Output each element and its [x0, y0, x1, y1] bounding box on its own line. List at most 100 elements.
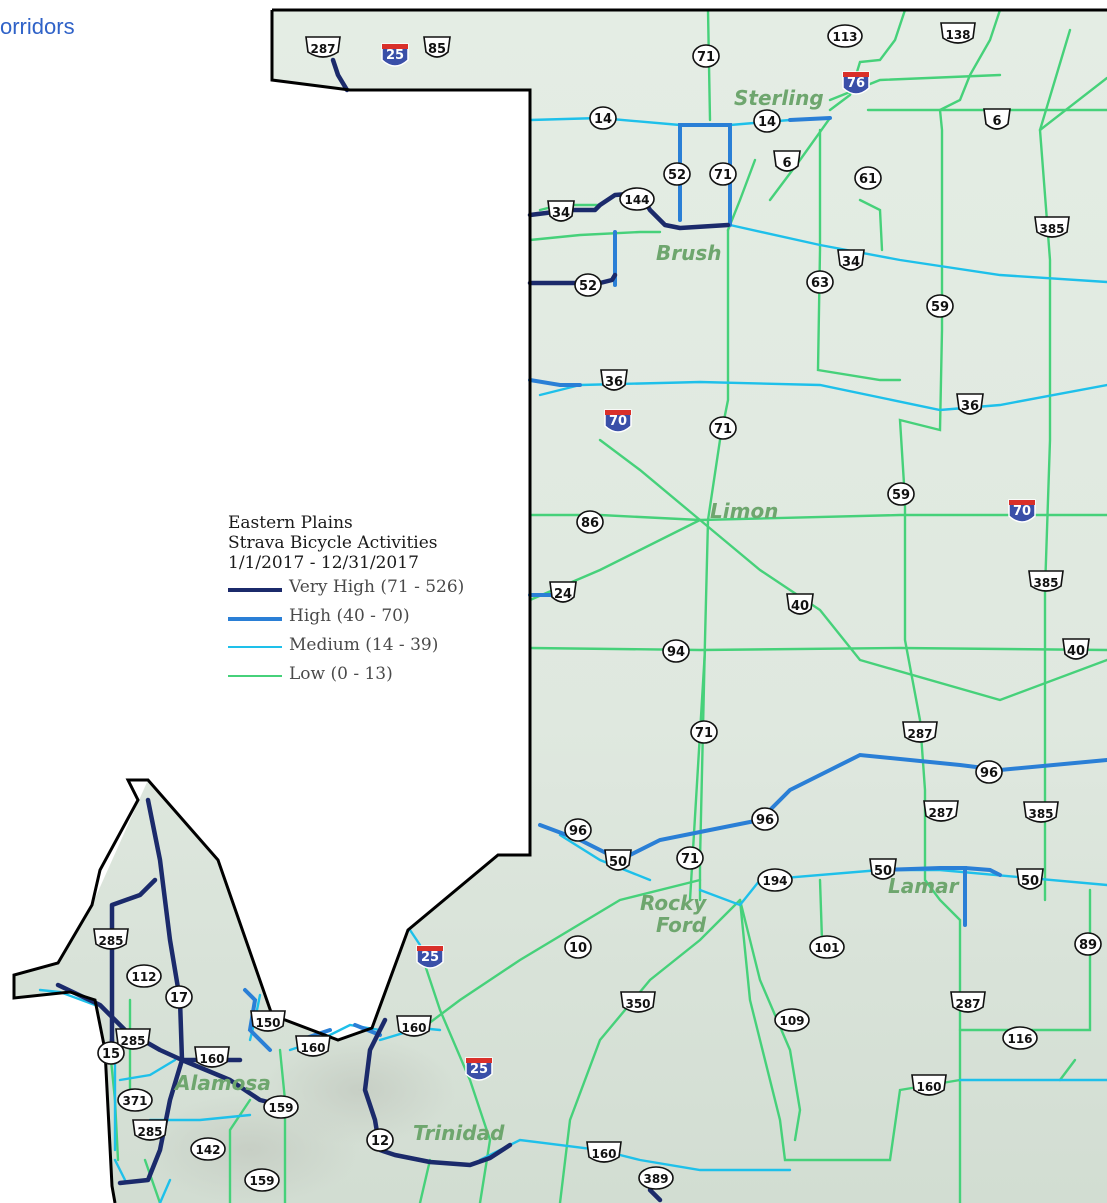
route-shield-389: 389: [638, 1166, 674, 1190]
route-shield-96: 96: [564, 818, 592, 842]
route-shield-52: 52: [663, 162, 691, 186]
route-shield-287: 287: [923, 800, 959, 822]
route-shield-101: 101: [809, 935, 845, 959]
route-number: 14: [594, 112, 612, 127]
route-shield-287: 287: [902, 721, 938, 743]
route-shield-63: 63: [806, 270, 834, 294]
route-shield-112: 112: [126, 964, 162, 988]
route-shield-85: 85: [423, 36, 451, 58]
route-shield-17: 17: [165, 985, 193, 1009]
legend-item-low: Low (0 - 13): [228, 664, 518, 689]
route-number: 40: [791, 599, 809, 614]
route-number: 116: [1007, 1032, 1032, 1046]
route-shield-6: 6: [773, 150, 801, 172]
route-number: 25: [421, 950, 439, 965]
route-number: 76: [847, 76, 865, 91]
route-shield-61: 61: [854, 166, 882, 190]
route-number: 142: [195, 1143, 220, 1157]
route-number: 160: [300, 1041, 325, 1055]
route-number: 52: [579, 279, 597, 294]
legend-swatch-low: [228, 675, 282, 677]
route-number: 101: [814, 941, 839, 955]
route-number: 285: [98, 934, 123, 948]
route-shield-71: 71: [676, 846, 704, 870]
route-number: 59: [892, 488, 910, 503]
route-number: 194: [762, 874, 787, 888]
route-shield-96: 96: [975, 760, 1003, 784]
route-shield-285: 285: [93, 928, 129, 950]
route-number: 71: [695, 726, 713, 741]
route-number: 96: [756, 813, 774, 828]
route-number: 285: [137, 1125, 162, 1139]
route-shield-71: 71: [709, 416, 737, 440]
route-shield-50: 50: [869, 858, 897, 880]
route-number: 71: [681, 852, 699, 867]
route-shield-113: 113: [827, 24, 863, 48]
legend: Eastern Plains Strava Bicycle Activities…: [228, 513, 518, 689]
route-number: 144: [624, 193, 649, 207]
route-shield-116: 116: [1002, 1026, 1038, 1050]
route-shield-385: 385: [1028, 570, 1064, 592]
route-number: 385: [1028, 807, 1053, 821]
route-shield-94: 94: [662, 639, 690, 663]
legend-label-high: High (40 - 70): [289, 606, 410, 626]
legend-swatch-high: [228, 617, 282, 621]
route-shield-40: 40: [786, 593, 814, 615]
route-number: 63: [811, 276, 829, 291]
route-number: 17: [170, 991, 188, 1006]
route-shield-142: 142: [190, 1137, 226, 1161]
route-number: 59: [931, 300, 949, 315]
route-number: 6: [992, 114, 1001, 129]
route-number: 12: [371, 1134, 389, 1149]
interstate-shield-70: 70: [1008, 499, 1036, 523]
legend-title-line-2: Strava Bicycle Activities: [228, 533, 438, 553]
route-shield-371: 371: [117, 1088, 153, 1112]
route-number: 10: [569, 941, 587, 956]
route-shield-385: 385: [1023, 801, 1059, 823]
route-shield-150: 150: [250, 1010, 286, 1032]
route-number: 287: [907, 727, 932, 741]
route-shield-14: 14: [589, 106, 617, 130]
route-number: 15: [102, 1047, 120, 1062]
route-shield-285: 285: [115, 1028, 151, 1050]
route-number: 71: [714, 168, 732, 183]
legend-title-line-3: 1/1/2017 - 12/31/2017: [228, 553, 419, 573]
route-number: 25: [386, 48, 404, 63]
town-label-trinidad: Trinidad: [413, 1121, 505, 1145]
route-shield-194: 194: [757, 868, 793, 892]
route-number: 24: [554, 587, 572, 602]
route-shield-89: 89: [1074, 932, 1102, 956]
route-number: 50: [609, 855, 627, 870]
route-number: 34: [842, 255, 860, 270]
route-shield-50: 50: [1016, 868, 1044, 890]
interstate-shield-25: 25: [465, 1057, 493, 1081]
interstate-shield-25: 25: [416, 945, 444, 969]
route-shield-287: 287: [950, 991, 986, 1013]
legend-item-very-high: Very High (71 - 526): [228, 577, 518, 602]
region-fill: [14, 10, 1107, 1203]
route-number: 96: [980, 766, 998, 781]
route-shield-10: 10: [564, 935, 592, 959]
route-shield-159: 159: [244, 1168, 280, 1192]
route-shield-12: 12: [366, 1128, 394, 1152]
legend-label-very-high: Very High (71 - 526): [289, 577, 465, 597]
route-number: 350: [625, 997, 650, 1011]
route-shield-86: 86: [576, 510, 604, 534]
route-shield-285: 285: [132, 1119, 168, 1141]
route-shield-6: 6: [983, 108, 1011, 130]
route-number: 40: [1067, 644, 1085, 659]
route-number: 371: [122, 1094, 147, 1108]
route-shield-350: 350: [620, 991, 656, 1013]
legend-swatch-very-high: [228, 588, 282, 592]
route-number: 6: [782, 156, 791, 171]
route-shield-71: 71: [709, 162, 737, 186]
route-shield-34: 34: [837, 249, 865, 271]
corridors-heading-fragment: orridors: [0, 14, 75, 39]
route-shield-109: 109: [774, 1008, 810, 1032]
route-number: 34: [552, 206, 570, 221]
route-shield-14: 14: [753, 109, 781, 133]
route-number: 36: [605, 375, 623, 390]
route-shield-160: 160: [586, 1141, 622, 1163]
route-number: 14: [758, 115, 776, 130]
route-number: 287: [955, 997, 980, 1011]
